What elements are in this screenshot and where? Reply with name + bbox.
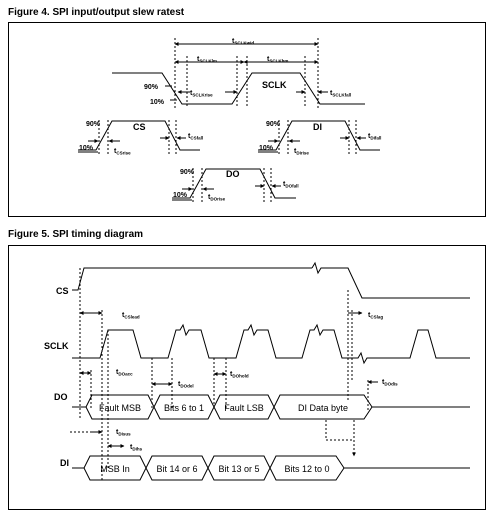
fig5-di-label: DI (60, 458, 69, 468)
di-slew-waveform (258, 120, 380, 151)
figure4-frame (8, 22, 486, 217)
fig5-dodis-label: tDOdis (382, 379, 398, 387)
cs-timing-waveform (72, 267, 312, 291)
sclk-timing-waveform (72, 323, 470, 365)
figure5-frame (8, 245, 486, 510)
do-bit-label-3: DI Data byte (298, 403, 348, 413)
fig4-dirise-label: tDIrise (294, 148, 309, 156)
fig5-cslead-label: tCSlead (122, 312, 140, 320)
di-bit-label-3: Bits 12 to 0 (284, 464, 329, 474)
sclk-guides (174, 38, 319, 108)
di-bit-label-2: Bit 13 or 5 (218, 464, 259, 474)
do-bit-label-2: Fault LSB (224, 403, 264, 413)
fig4-cs-label: CS (133, 122, 146, 132)
fig5-cslag-label: tCSlag (368, 312, 383, 320)
fig4-di-label: DI (313, 122, 322, 132)
fig5-do-label: DO (54, 392, 68, 402)
fig4-sclkrise-label: tSCLKrise (190, 90, 213, 98)
fig4-dorise-label: tDOrise (208, 194, 226, 202)
fig4-do-90: 90% (180, 169, 195, 176)
fig4-csrise-label: tCSrise (114, 148, 131, 156)
figure4-title: Figure 4. SPI input/output slew ratest (8, 7, 185, 18)
di-bit-label-1: Bit 14 or 6 (156, 464, 197, 474)
do-bit-di-data (273, 394, 373, 420)
fig4-sclkfall-label: tSCLKfall (330, 90, 351, 98)
fig5-sclk-label: SCLK (44, 341, 69, 351)
cs-slew-waveform (78, 120, 200, 151)
di-bit-12-0 (269, 455, 345, 481)
di-bit-label-0: MSB In (100, 464, 130, 474)
do-bit-label-0: Fault MSB (99, 403, 141, 413)
do-slew-waveform (172, 168, 296, 199)
do-bit-label-1: Bits 6 to 1 (164, 403, 204, 413)
fig5-cs-label: CS (56, 286, 69, 296)
fig4-di-10: 10% (259, 145, 274, 152)
fig5-doacc-label: tDOacc (116, 369, 133, 377)
fig4-sclk-label: SCLK (262, 80, 287, 90)
fig4-sclk-90: 90% (144, 84, 159, 91)
fig4-sclklm-label: tSCLKlm (197, 56, 217, 64)
fig4-dofall-label: tDOfall (283, 181, 299, 189)
fig4-di-90: 90% (266, 121, 281, 128)
fig5-disus-label: tDIsus (116, 429, 131, 437)
figure5-title: Figure 5. SPI timing diagram (8, 229, 144, 240)
fig4-do-label: DO (226, 169, 240, 179)
fig5-dohold-label: tDOhold (230, 371, 249, 379)
fig5-dihs-label: tDIhs (130, 444, 143, 452)
cs-timing-waveform-end (311, 261, 470, 299)
fig4-sclkhm-label: tSCLKhm (267, 56, 288, 64)
fig4-cs-90: 90% (86, 121, 101, 128)
fig4-csfall-label: tCSfall (188, 133, 203, 141)
sclk-slew-waveform (112, 72, 365, 105)
fig4-cs-10: 10% (79, 145, 94, 152)
fig4-difall-label: tDIfall (368, 133, 381, 141)
fig4-sclkwid-label: tSCLKwid (232, 38, 254, 46)
fig4-do-10: 10% (173, 192, 188, 199)
fig5-dodel-label: tDOdel (178, 381, 194, 389)
fig4-sclk-10: 10% (150, 99, 165, 106)
